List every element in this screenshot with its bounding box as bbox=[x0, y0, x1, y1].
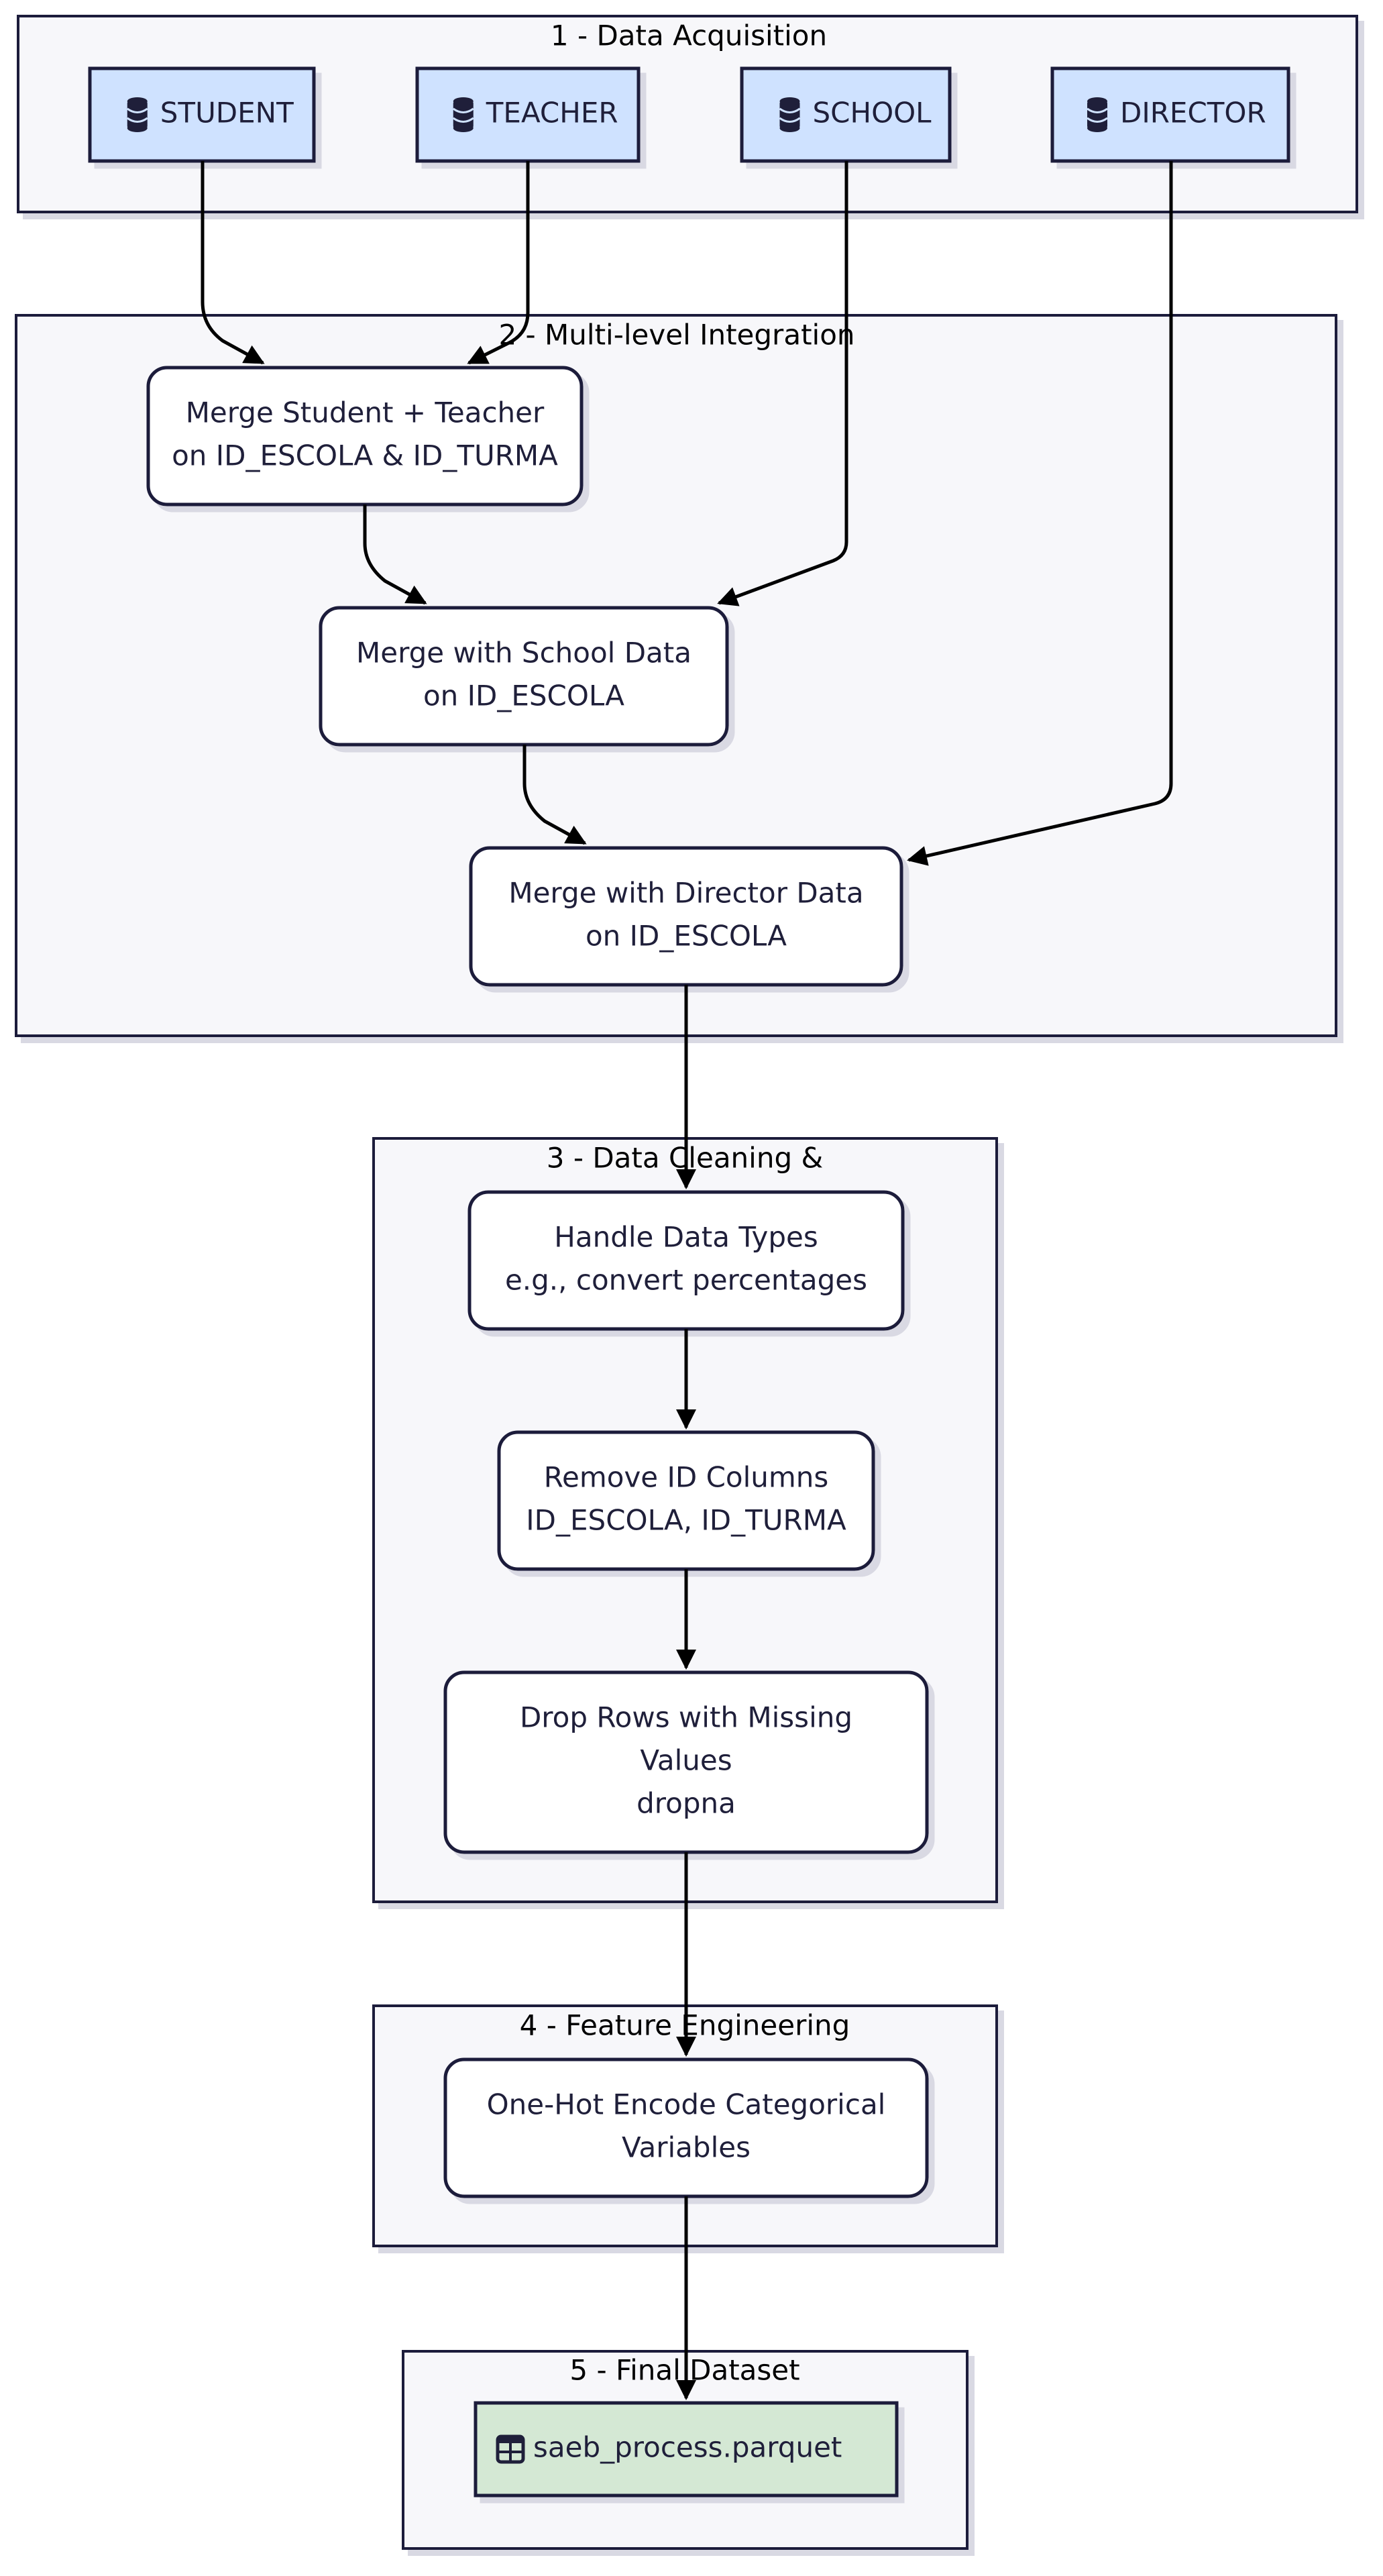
node-merge3-line-1: Merge with Director Data bbox=[508, 877, 863, 910]
node-output-label: saeb_process.parquet bbox=[533, 2431, 842, 2464]
node-school-label: SCHOOL bbox=[813, 97, 932, 129]
node-school-box bbox=[740, 66, 952, 163]
edge-merge1-to-merge2 bbox=[363, 504, 427, 605]
node-onehot-line-1: One-Hot Encode Categorical bbox=[487, 2088, 886, 2121]
node-output: saeb_process.parquet bbox=[474, 2401, 899, 2498]
database-icon bbox=[452, 97, 474, 132]
node-dropna-line-3: dropna bbox=[637, 1787, 736, 1820]
edge-teacher-to-merge1 bbox=[467, 161, 530, 365]
node-teacher: TEACHER bbox=[415, 66, 641, 163]
node-removeid-box bbox=[497, 1430, 875, 1571]
node-types-line-1: Handle Data Types bbox=[554, 1221, 818, 1254]
node-onehot-line-2: Variables bbox=[622, 2131, 751, 2164]
node-merge3-box bbox=[469, 846, 903, 987]
nodes-layer: STUDENT TEACHER SCHOOL DIRECTOR Merge Studen… bbox=[88, 66, 1290, 2498]
node-director: DIRECTOR bbox=[1050, 66, 1290, 163]
node-merge3-line-2: on ID_ESCOLA bbox=[586, 920, 787, 953]
node-merge3: Merge with Director Data on ID_ESCOLA bbox=[469, 846, 903, 987]
group-g4-title: 4 - Feature Engineering bbox=[520, 2009, 850, 2042]
table-icon bbox=[496, 2434, 525, 2464]
edge-merge2-to-merge3 bbox=[522, 745, 587, 845]
group-g3-title: 3 - Data Cleaning & bbox=[547, 1142, 823, 1175]
group-g2-title: 2 - Multi-level Integration bbox=[498, 319, 854, 352]
node-removeid-line-1: Remove ID Columns bbox=[544, 1461, 829, 1494]
node-removeid-line-2: ID_ESCOLA, ID_TURMA bbox=[526, 1504, 846, 1537]
edges-layer bbox=[201, 161, 1173, 2400]
node-onehot-box bbox=[443, 2057, 929, 2198]
node-merge1-line-2: on ID_ESCOLA & ID_TURMA bbox=[172, 439, 558, 472]
edge-student-to-merge1 bbox=[201, 161, 265, 365]
node-student-label: STUDENT bbox=[160, 97, 294, 129]
database-icon bbox=[1087, 97, 1108, 132]
node-teacher-label: TEACHER bbox=[486, 97, 618, 129]
edge-director-to-merge3 bbox=[907, 161, 1173, 866]
node-merge1-box bbox=[146, 366, 584, 506]
group-labels-layer: 1 - Data Acquisition 2 - Multi-level Inte… bbox=[498, 19, 854, 2387]
node-merge1: Merge Student + Teacher on ID_ESCOLA & ID… bbox=[146, 366, 584, 506]
node-merge2-line-2: on ID_ESCOLA bbox=[423, 680, 624, 712]
node-types-box bbox=[467, 1190, 905, 1331]
group-g5-title: 5 - Final Dataset bbox=[569, 2354, 799, 2387]
node-merge2-line-1: Merge with School Data bbox=[356, 637, 692, 669]
node-merge1-line-1: Merge Student + Teacher bbox=[186, 396, 545, 429]
edge-school-to-merge2 bbox=[717, 161, 848, 606]
node-types: Handle Data Types e.g., convert percentag… bbox=[467, 1190, 905, 1331]
node-dropna-line-2: Values bbox=[640, 1744, 732, 1777]
node-director-label: DIRECTOR bbox=[1120, 97, 1266, 129]
node-merge2: Merge with School Data on ID_ESCOLA bbox=[319, 606, 729, 747]
node-school: SCHOOL bbox=[740, 66, 952, 163]
group-g1-title: 1 - Data Acquisition bbox=[551, 19, 827, 52]
node-types-line-2: e.g., convert percentages bbox=[505, 1264, 867, 1297]
node-output-box bbox=[474, 2401, 899, 2498]
node-student: STUDENT bbox=[88, 66, 316, 163]
database-icon bbox=[126, 97, 148, 132]
node-dropna-line-1: Drop Rows with Missing bbox=[520, 1701, 852, 1734]
database-icon bbox=[779, 97, 801, 132]
node-merge2-box bbox=[319, 606, 729, 747]
node-student-box bbox=[88, 66, 316, 163]
